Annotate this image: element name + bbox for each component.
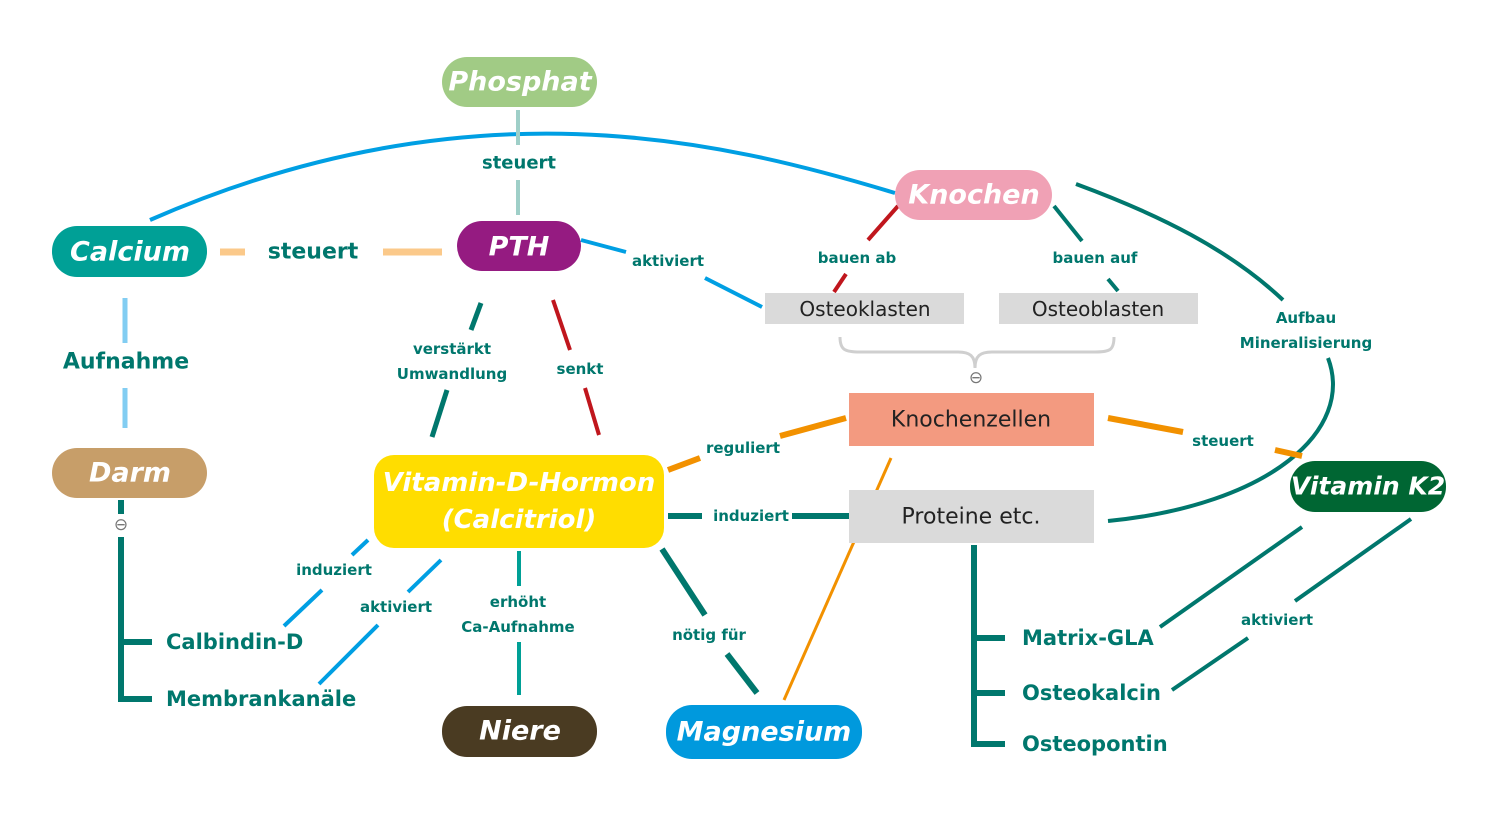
- node-knochenzellen-label: Knochenzellen: [891, 408, 1051, 433]
- label-osteoklasten-knochen: bauen ab: [818, 249, 897, 267]
- node-proteine-label: Proteine etc.: [902, 505, 1041, 530]
- arrow-magnesium-vitd-b: [659, 547, 708, 617]
- arrow-osteoblasten-knochen-a: [1106, 277, 1120, 293]
- node-phosphat-label: Phosphat: [448, 67, 592, 98]
- target-osteopontin: Osteopontin: [1022, 732, 1168, 756]
- target-matrix-gla: Matrix-GLA: [1022, 626, 1155, 650]
- label-k2-proteine: aktiviert: [1241, 611, 1313, 629]
- node-knochen-label: Knochen: [908, 180, 1039, 211]
- label-vitd-knochenzellen: reguliert: [706, 439, 780, 457]
- node-vitamin-k2-label: Vitamin K2: [1291, 472, 1445, 501]
- node-osteoklasten: Osteoklasten: [765, 293, 964, 324]
- arrow-vitd-pth-b: [551, 299, 572, 351]
- arrow-vitd-membrankanaele-a: [406, 558, 443, 594]
- label-magnesium-vitd: nötig für: [672, 626, 746, 644]
- label-pth-vitd-line1: verstärkt: [413, 340, 491, 358]
- arrow-pth-osteoklasten-a: [580, 238, 627, 254]
- inhibit-icon-darm: ⊖: [114, 515, 128, 535]
- arrow-osteoklasten-knochen-b: [866, 204, 900, 242]
- label-darm-calcium: Aufnahme: [63, 350, 189, 375]
- node-calcium-label: Calcium: [70, 237, 190, 268]
- target-calbindin-d: Calbindin-D: [166, 630, 303, 654]
- label-phosphat-pth: steuert: [482, 153, 556, 174]
- label-vitd-niere-line1: erhöht: [490, 593, 546, 611]
- arrow-osteoklasten-knochen-a: [832, 272, 848, 294]
- label-calcium-pth: steuert: [268, 240, 359, 265]
- node-magnesium: Magnesium: [666, 705, 862, 759]
- bracket-osteo-cells: [838, 336, 1116, 369]
- arrow-pth-vitd-a: [468, 302, 484, 331]
- arrow-pth-osteoklasten-b: [704, 276, 763, 309]
- arrow-k2-knochenzellen-a: [1274, 447, 1303, 459]
- node-vitamin-d-hormon: Vitamin-D-Hormon (Calcitriol): [374, 455, 664, 548]
- node-pth: PTH: [457, 221, 581, 271]
- node-osteoblasten: Osteoblasten: [999, 293, 1198, 324]
- target-osteokalcin: Osteokalcin: [1022, 681, 1161, 705]
- label-k2-knochenzellen: steuert: [1192, 432, 1254, 450]
- node-vitamin-d-label-line2: (Calcitriol): [442, 505, 597, 535]
- node-proteine: Proteine etc.: [849, 490, 1094, 543]
- arrow-mineralisierung-knochen: [1075, 182, 1285, 302]
- arrow-knochen-to-calcium: [149, 131, 896, 222]
- arrow-k2-matrixgla: [1158, 525, 1304, 629]
- label-k2-knochen-line2: Mineralisierung: [1240, 334, 1372, 352]
- label-vitd-niere-line2: Ca-Aufnahme: [461, 618, 574, 636]
- label-pth-vitd-line2: Umwandlung: [397, 365, 507, 383]
- arrow-k2-knochenzellen-b: [1107, 415, 1184, 435]
- node-vitamin-d-label-line1: Vitamin-D-Hormon: [383, 468, 656, 498]
- node-magnesium-label: Magnesium: [677, 717, 852, 748]
- curve-proteine-to-label: [1107, 357, 1335, 523]
- label-vitd-membrankanaele: aktiviert: [360, 598, 432, 616]
- arrow-pth-vitd-b: [429, 389, 450, 438]
- arrow-magnesium-vitd-a: [724, 652, 760, 695]
- arrow-vitd-membrankanaele-b: [317, 623, 380, 686]
- edges: [118, 110, 1413, 747]
- node-knochen: Knochen: [895, 170, 1052, 220]
- arrow-osteoblasten-knochen-b: [1052, 204, 1084, 243]
- node-calcium: Calcium: [52, 226, 207, 277]
- arrow-k2-osteokalcin-b: [1170, 636, 1250, 692]
- label-pth-osteoklasten: aktiviert: [632, 252, 704, 270]
- label-osteoblasten-knochen: bauen auf: [1053, 249, 1138, 267]
- node-vitamin-k2: Vitamin K2: [1290, 461, 1446, 512]
- node-osteoblasten-label: Osteoblasten: [1032, 297, 1164, 321]
- target-membrankanaele: Membrankanäle: [166, 687, 356, 711]
- label-k2-knochen-line1: Aufbau: [1276, 309, 1336, 327]
- node-niere: Niere: [442, 706, 597, 757]
- arrow-k2-osteokalcin-a: [1293, 517, 1413, 603]
- arrow-vitd-knochenzellen-a: [666, 455, 702, 473]
- arrow-vitd-calbindin-a: [350, 538, 370, 557]
- label-vitd-proteine: induziert: [713, 507, 789, 525]
- node-darm: Darm: [52, 448, 207, 498]
- node-darm-label: Darm: [89, 458, 171, 489]
- label-vitd-pth: senkt: [557, 360, 604, 378]
- node-pth-label: PTH: [489, 232, 550, 263]
- node-niere-label: Niere: [479, 716, 561, 747]
- label-vitd-calbindin: induziert: [296, 561, 372, 579]
- arrow-vitd-calbindin-b: [282, 588, 324, 628]
- node-osteoklasten-label: Osteoklasten: [799, 297, 930, 321]
- inhibit-icon-osteo: ⊖: [969, 368, 983, 388]
- arrow-vitd-knochenzellen-b: [779, 415, 847, 439]
- node-knochenzellen: Knochenzellen: [849, 393, 1094, 446]
- node-phosphat: Phosphat: [442, 57, 597, 107]
- arrow-vitd-pth-a: [583, 387, 601, 436]
